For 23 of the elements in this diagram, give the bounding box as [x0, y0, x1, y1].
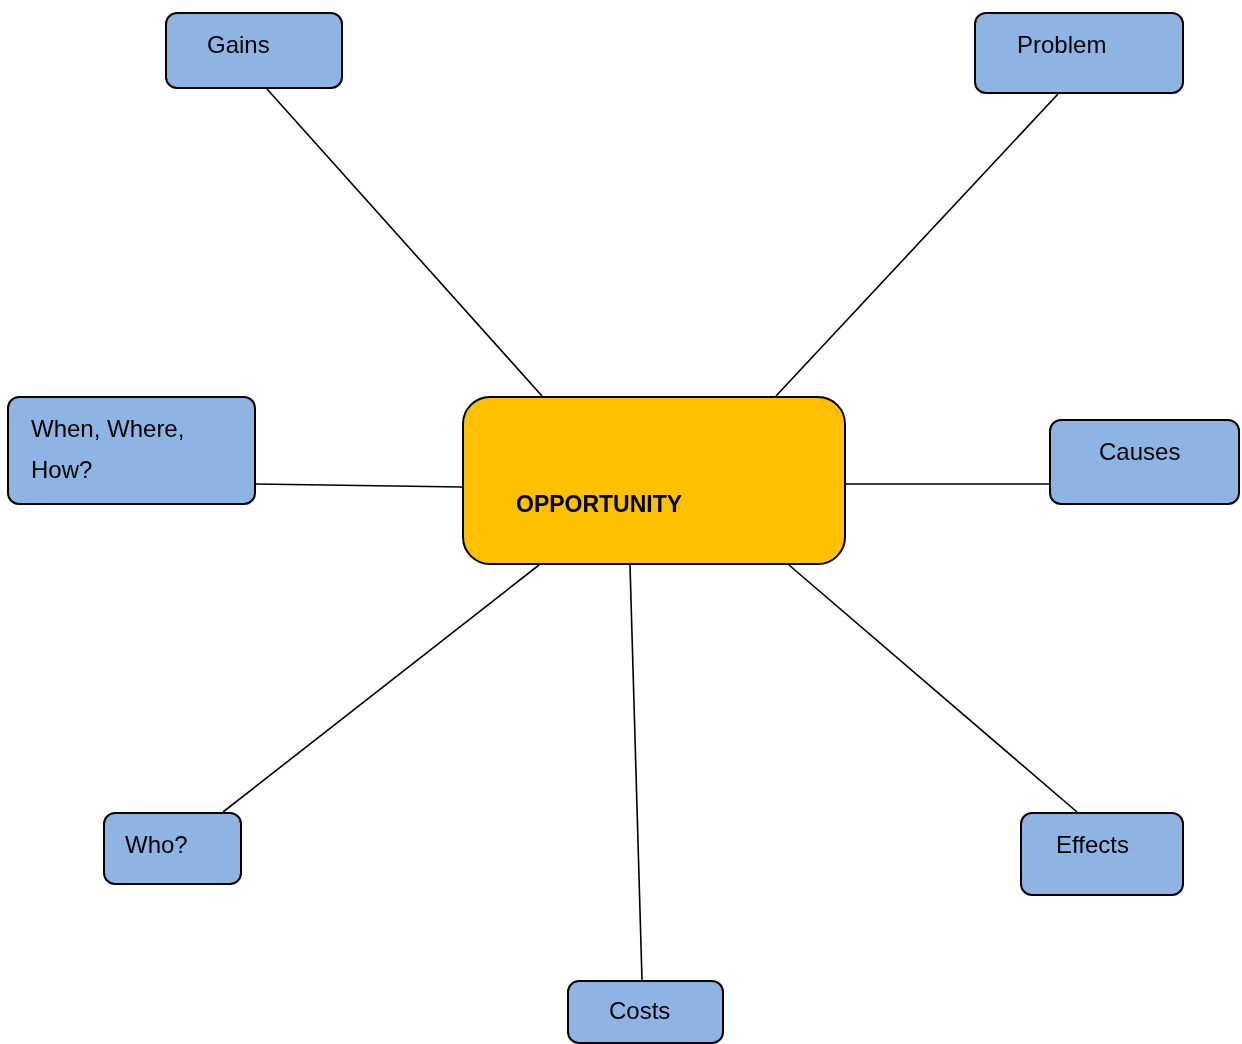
connector-line	[788, 564, 1078, 813]
topic-box	[974, 12, 1184, 94]
connector-line	[775, 93, 1059, 397]
connector-line	[845, 483, 1050, 485]
topic-box	[567, 980, 724, 1044]
connector-line	[629, 564, 643, 981]
connector-line	[255, 483, 463, 488]
topic-label: Causes	[1099, 437, 1181, 467]
connector-line	[222, 564, 540, 813]
topic-label: Effects	[1056, 830, 1129, 860]
topic-label: Gains	[207, 30, 270, 60]
topic-box	[1020, 812, 1184, 896]
central-topic-label: OPPORTUNITY	[516, 490, 683, 519]
topic-box	[103, 812, 242, 885]
topic-label: When, Where, How?	[31, 414, 186, 485]
connector-line	[266, 88, 543, 397]
topic-label: Costs	[609, 996, 671, 1026]
topic-label: Problem	[1017, 30, 1107, 60]
central-topic-box	[462, 396, 846, 565]
topic-box	[7, 396, 256, 505]
topic-box	[165, 12, 343, 89]
topic-box	[1049, 419, 1240, 505]
topic-label: Who?	[125, 830, 188, 860]
